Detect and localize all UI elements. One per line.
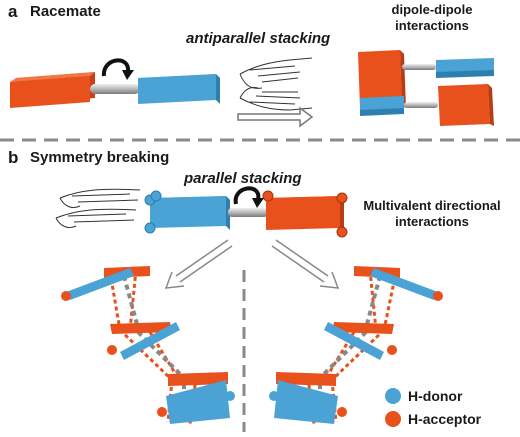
legend-acceptor-label: H-acceptor xyxy=(408,411,482,427)
right-arrow-icon xyxy=(237,106,314,128)
legend-donor-label: H-donor xyxy=(408,388,463,404)
linker-rod xyxy=(90,84,140,94)
antiparallel-hands-icon xyxy=(239,57,313,111)
acceptor-marker-icon xyxy=(385,411,401,427)
panel-a-mode: antiparallel stacking xyxy=(186,30,331,47)
panel-b-interactions: Multivalent directional interactions xyxy=(363,198,501,229)
panel-b-title: Symmetry breaking xyxy=(30,149,170,166)
donor-marker-icon xyxy=(385,388,401,404)
rotation-arrow-icon xyxy=(233,186,261,205)
parallel-hands-icon xyxy=(55,188,141,229)
split-arrows-icon xyxy=(164,239,340,289)
panel-a-interactions: dipole-dipole interactions xyxy=(391,2,473,33)
donor-block xyxy=(150,196,226,228)
antiparallel-stack xyxy=(358,50,494,126)
acceptor-block xyxy=(266,196,340,230)
linker-rod xyxy=(228,208,268,217)
parallel-dimer xyxy=(144,190,348,238)
panel-a-title: Racemate xyxy=(30,3,101,20)
racemate-dimer xyxy=(10,72,220,108)
right-helix xyxy=(269,266,443,425)
panel-b-letter: b xyxy=(8,148,19,167)
panel-a-letter: a xyxy=(8,2,18,21)
donor-block xyxy=(138,74,216,104)
left-helix xyxy=(61,266,235,425)
rotation-arrow-icon xyxy=(101,58,131,77)
panel-b-mode: parallel stacking xyxy=(184,170,302,187)
